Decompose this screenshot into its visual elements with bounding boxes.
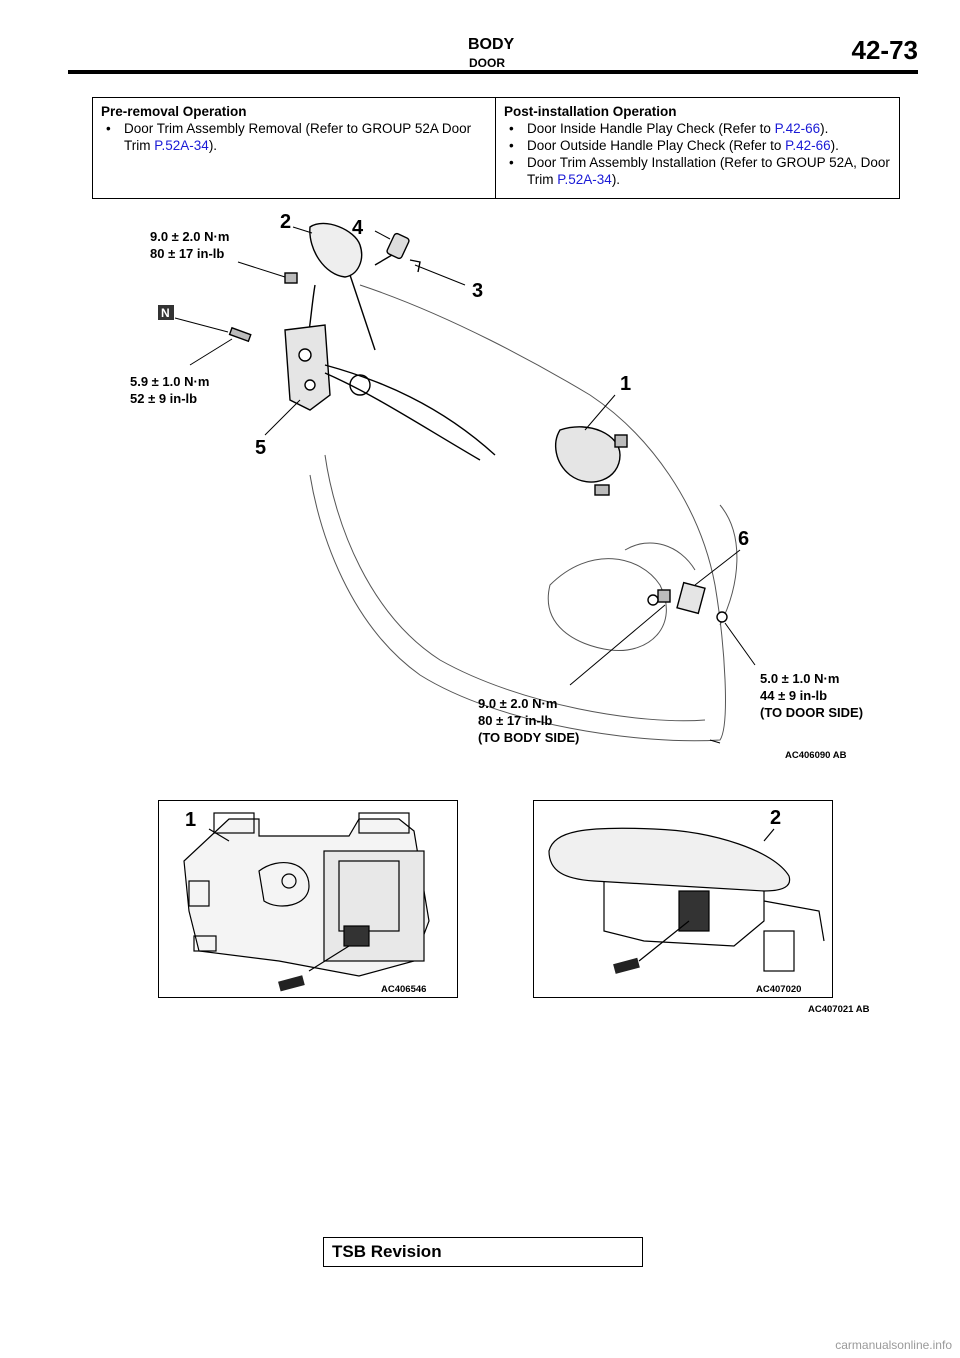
callout-5: 5 (255, 437, 267, 459)
subsection-title: DOOR (469, 56, 505, 70)
watermark-link[interactable]: carmanualsonline.info (835, 1338, 952, 1352)
figure-code: AC406090 AB (785, 750, 847, 761)
callout-2: 2 (280, 211, 292, 233)
inside-handle-illustration (183, 812, 430, 992)
page-number: 42-73 (851, 35, 919, 65)
tsb-revision-box: TSB Revision (323, 1237, 643, 1267)
torque-spec-body-side: 9.0 ± 2.0 N·m 80 ± 17 in-lb (TO BODY SID… (478, 696, 580, 745)
pre-removal-list: Door Trim Assembly Removal (Refer to GRO… (101, 120, 487, 154)
page-reference-link[interactable]: P.42-66 (774, 121, 821, 136)
section-title: BODY (468, 36, 515, 53)
callout-3: 3 (472, 280, 484, 302)
detail-figure-outside-handle: 2 AC407020 (533, 800, 833, 998)
page-reference-link[interactable]: P.52A-34 (154, 138, 209, 153)
pre-removal-column: Pre-removal Operation Door Trim Assembly… (93, 98, 496, 198)
detail-code-right: AC407020 (756, 984, 802, 995)
list-item: Door Outside Handle Play Check (Refer to… (504, 137, 891, 154)
detail-callout-1: 1 (185, 809, 197, 831)
detail-figure-inside-handle: 1 AC406546 (158, 800, 458, 998)
list-item: Door Trim Assembly Removal (Refer to GRO… (101, 120, 487, 154)
n-badge: N (161, 306, 170, 320)
torque-spec-top: 9.0 ± 2.0 N·m 80 ± 17 in-lb (150, 229, 230, 261)
post-installation-heading: Post-installation Operation (504, 104, 677, 119)
torque-spec-door-side: 5.0 ± 1.0 N·m 44 ± 9 in-lb (TO DOOR SIDE… (760, 671, 864, 720)
torque-spec-left: 5.9 ± 1.0 N·m 52 ± 9 in-lb (130, 374, 210, 406)
detail-code-left: AC406546 (381, 984, 427, 995)
page-reference-link[interactable]: P.42-66 (785, 138, 831, 153)
callout-1: 1 (620, 373, 632, 395)
post-installation-column: Post-installation Operation Door Inside … (496, 98, 899, 198)
pre-removal-heading: Pre-removal Operation (101, 104, 247, 119)
detail-callout-2: 2 (770, 807, 782, 829)
list-item: Door Inside Handle Play Check (Refer to … (504, 120, 891, 137)
post-installation-list: Door Inside Handle Play Check (Refer to … (504, 120, 891, 188)
operations-table: Pre-removal Operation Door Trim Assembly… (92, 97, 900, 199)
header-rule (68, 70, 918, 74)
callout-4: 4 (352, 217, 364, 239)
detail-group-code: AC407021 AB (808, 1004, 870, 1015)
outside-handle-illustration (548, 827, 825, 974)
page-reference-link[interactable]: P.52A-34 (557, 172, 612, 187)
list-item: Door Trim Assembly Installation (Refer t… (504, 154, 891, 188)
door-illustration (158, 222, 756, 744)
door-exploded-diagram: 9.0 ± 2.0 N·m 80 ± 17 in-lb 5.9 ± 1.0 N·… (120, 205, 880, 765)
callout-6: 6 (738, 528, 750, 550)
